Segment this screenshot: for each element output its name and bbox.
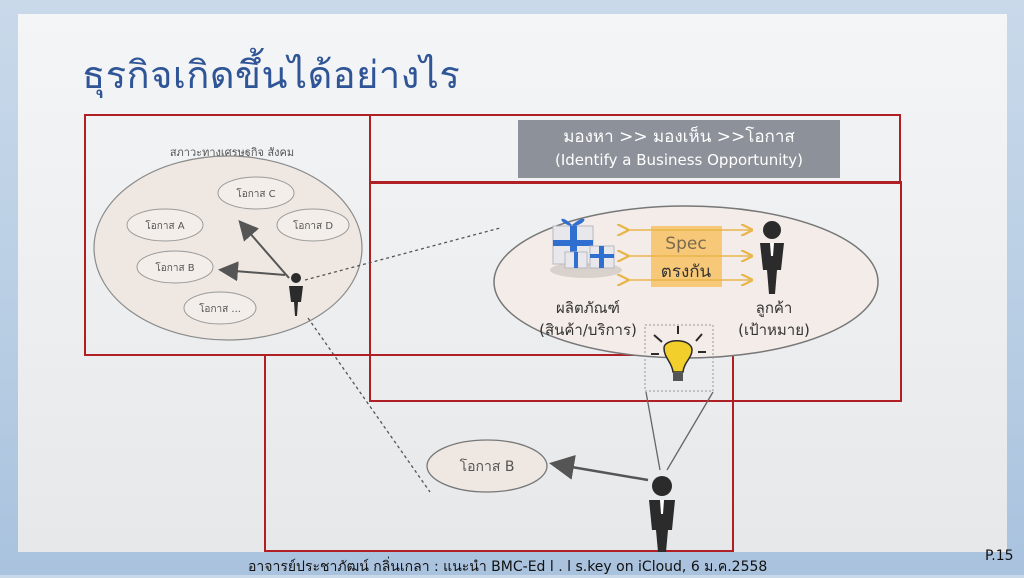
customer-label: ลูกค้า [756, 299, 793, 317]
bottom-opportunity-ellipse [426, 439, 548, 493]
opportunity-d-ellipse [276, 208, 350, 242]
opportunity-c-label: โอกาส C [236, 187, 275, 200]
opportunity-b-label: โอกาส B [155, 261, 194, 274]
person-icon-left [289, 273, 303, 316]
opportunity-c-ellipse [217, 176, 295, 210]
dotted-line-to-bottom-panel [307, 317, 431, 493]
frame-top-right [369, 114, 901, 184]
gift-box-icon [550, 218, 622, 278]
customer-person-icon [760, 221, 784, 294]
product-label: ผลิตภัณฑ์ [556, 299, 620, 317]
thought-line-right [666, 391, 714, 471]
page-number: P.15 [985, 548, 1014, 564]
arrow-to-bottom-opportunity [549, 455, 649, 482]
spec-match-label: ตรงกัน [661, 262, 712, 282]
opportunity-a-ellipse [126, 208, 204, 242]
opportunity-d-label: โอกาส D [293, 219, 333, 232]
bottom-opportunity-label: โอกาส B [460, 458, 515, 475]
environment-caption: สภาวะทางเศรษฐกิจ สังคม [170, 146, 294, 159]
opportunity-b-ellipse [136, 250, 214, 284]
footer-credit: อาจารย์ประชาภัฒน์ กลิ่นเกลา : แนะนำ BMC-… [248, 559, 768, 575]
opportunity-more-label: โอกาส ... [199, 302, 241, 315]
opportunity-banner: มองหา >> มองเห็น >>โอกาส (Identify a Bus… [518, 120, 840, 178]
thought-line-left [645, 391, 661, 471]
opportunity-a-label: โอกาส A [145, 219, 184, 232]
spec-arrows [626, 230, 750, 280]
dotted-line-to-right-panel [304, 227, 501, 281]
banner-line-1: มองหา >> มองเห็น >>โอกาส [563, 127, 795, 147]
person-icon-bottom [649, 476, 675, 552]
customer-sub-label: (เป้าหมาย) [738, 321, 810, 339]
banner-line-2: (Identify a Business Opportunity) [555, 151, 803, 169]
lightbulb-icon [644, 324, 714, 392]
slide-title: ธุรกิจเกิดขึ้นได้อย่างไร [82, 53, 461, 97]
frame-bottom [264, 354, 734, 552]
arrow-to-opportunity-c [238, 219, 290, 279]
opportunity-more-ellipse [183, 291, 257, 325]
arrow-to-opportunity-b [218, 261, 286, 282]
spec-label: Spec [665, 234, 706, 254]
product-sub-label: (สินค้า/บริการ) [539, 321, 637, 339]
frame-right [369, 181, 902, 402]
